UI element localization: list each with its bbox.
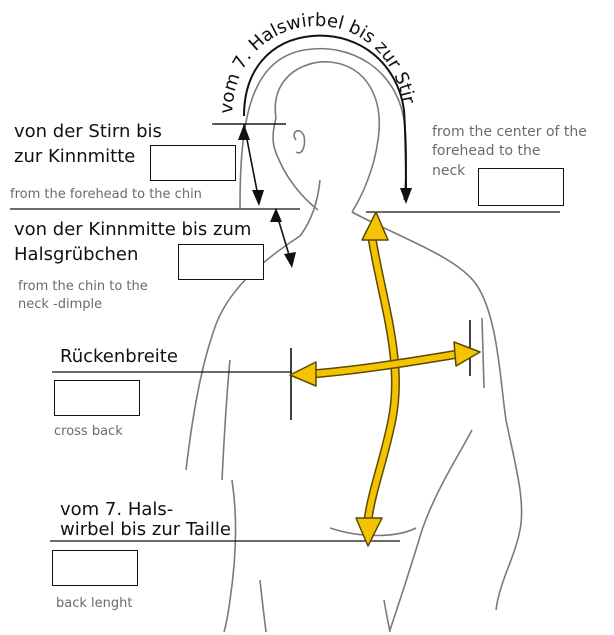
forehead-neck-label-en-3: neck <box>432 163 465 180</box>
forehead-chin-label-en: from the forehead to the chin <box>10 186 202 203</box>
neck-left <box>300 180 320 236</box>
forehead-chin-input[interactable] <box>150 145 236 181</box>
forehead-neck-label-en-1: from the center of the <box>432 124 587 141</box>
cross-back-input[interactable] <box>54 380 140 416</box>
chin-neck-label-en-1: from the chin to the <box>18 278 148 295</box>
hip-right <box>384 600 390 632</box>
cross-back-label: Rückenbreite <box>60 345 178 369</box>
yellow-arrow-vertical <box>356 212 395 546</box>
chin-neck-label-2: Halsgrübchen <box>14 243 138 267</box>
forehead-neck-input[interactable] <box>478 168 564 206</box>
torso-right <box>390 430 472 630</box>
chin-neck-label-en-2: neck -dimple <box>18 296 102 313</box>
arc-arrow-head <box>400 188 412 204</box>
chin-neck-input[interactable] <box>178 244 264 280</box>
back-length-label-2: wirbel bis zur Taille <box>60 518 231 542</box>
arm-right <box>496 420 522 610</box>
torso-left <box>224 480 236 632</box>
ear-outline <box>294 131 304 153</box>
arc-label-path: vom 7. Halswirbel bis zur Stirn <box>0 0 419 114</box>
back-length-label-en: back lenght <box>56 595 132 612</box>
chin-neck-label-1: von der Kinnmitte bis zum <box>14 218 251 242</box>
hip-left <box>260 580 266 632</box>
arm-left-inner <box>222 360 230 480</box>
forehead-neck-label-en-2: forehead to the <box>432 143 540 160</box>
forehead-chin-label-2: zur Kinnmitte <box>14 145 135 169</box>
yellow-arrow-horizontal <box>290 342 480 386</box>
chin-neck-arrow <box>270 208 296 268</box>
back-right-edge <box>482 318 484 388</box>
head-outline <box>275 62 379 212</box>
head-arc-outline <box>240 49 406 208</box>
cross-back-label-en: cross back <box>54 423 123 440</box>
arc-label: vom 7. Halswirbel bis zur Stirn <box>0 0 419 114</box>
back-length-input[interactable] <box>52 550 138 586</box>
forehead-chin-label-1: von der Stirn bis <box>14 120 162 144</box>
